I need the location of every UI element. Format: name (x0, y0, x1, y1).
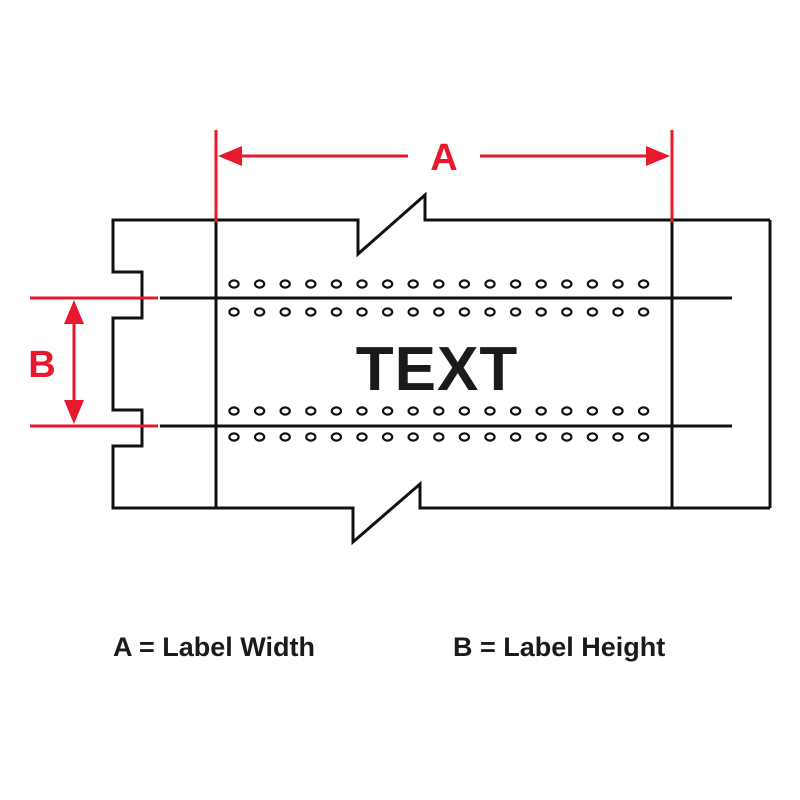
perforation-hole (535, 432, 547, 442)
perforation-hole (484, 406, 496, 416)
perforation-hole (305, 406, 317, 416)
perforation-hole (279, 406, 291, 416)
perforation-hole (279, 279, 291, 289)
dimension-b-arrow-bottom (64, 400, 84, 424)
dimension-b (30, 296, 158, 428)
perforation-hole (279, 432, 291, 442)
perforation-hole (253, 406, 266, 416)
perforation-hole (253, 432, 266, 442)
label-outline-top-edge (216, 191, 770, 258)
perforation-hole (228, 307, 240, 317)
perforation-hole (586, 406, 599, 416)
perforation-hole (458, 406, 471, 416)
perforation-hole (637, 279, 650, 289)
dimension-a-letter: A (430, 137, 457, 179)
perforation-hole (586, 307, 599, 317)
perforation-hole (433, 406, 445, 416)
label-sample-text: TEXT (356, 335, 518, 404)
perforation-hole (509, 279, 522, 289)
perforation-hole (356, 432, 368, 442)
dimension-a (214, 130, 674, 222)
perforation-hole (330, 279, 343, 289)
perforation-hole (509, 432, 522, 442)
perforation-hole (330, 307, 343, 317)
perforation-hole (381, 307, 394, 317)
perforation-hole (561, 432, 573, 442)
perforation-hole (356, 279, 368, 289)
perforation-hole (433, 432, 445, 442)
perforation-hole (228, 432, 240, 442)
perforation-hole (484, 279, 496, 289)
perforation-hole (637, 307, 650, 317)
dimension-a-arrow-left (218, 146, 242, 166)
perforation-hole (586, 432, 599, 442)
perforation-hole (586, 279, 599, 289)
perforation-hole (305, 432, 317, 442)
perforation-hole (253, 279, 266, 289)
perforation-hole (484, 432, 496, 442)
legend-label-width: A = Label Width (113, 632, 316, 662)
perforation-hole (637, 432, 650, 442)
perforation-hole (305, 279, 317, 289)
legend-label-height: B = Label Height (453, 632, 666, 662)
perforation-hole (356, 307, 368, 317)
perforation-holes (228, 279, 650, 442)
perforation-hole (330, 432, 343, 442)
perforation-hole (458, 432, 471, 442)
label-outline (111, 191, 772, 546)
perforation-hole (484, 307, 496, 317)
perforation-hole (561, 279, 573, 289)
perforation-hole (561, 406, 573, 416)
perforation-hole (253, 307, 266, 317)
perforation-hole (458, 307, 471, 317)
perforation-hole (407, 406, 419, 416)
perforation-hole (509, 307, 522, 317)
perforation-hole (407, 279, 419, 289)
perforation-hole (305, 307, 317, 317)
dimension-b-arrow-top (64, 300, 84, 324)
perforation-hole (407, 307, 419, 317)
perforation-hole (381, 406, 394, 416)
perforation-hole (612, 432, 624, 442)
perforation-hole (535, 406, 547, 416)
perforation-hole (612, 307, 624, 317)
label-outline-left-section (111, 218, 216, 510)
perforation-hole (561, 307, 573, 317)
perforation-hole (535, 279, 547, 289)
perforation-hole (330, 406, 343, 416)
dimension-b-letter: B (28, 344, 55, 386)
perforation-hole (433, 307, 445, 317)
perforation-hole (228, 279, 240, 289)
dimension-a-arrow-right (646, 146, 670, 166)
perforation-hole (433, 279, 445, 289)
perforation-hole (612, 279, 624, 289)
perforation-hole (381, 279, 394, 289)
perforation-hole (356, 406, 368, 416)
label-outline-bottom-edge (216, 480, 770, 546)
perforation-hole (381, 432, 394, 442)
perforation-hole (407, 432, 419, 442)
perforation-hole (535, 307, 547, 317)
perforation-hole (637, 406, 650, 416)
perforation-hole (509, 406, 522, 416)
perforation-hole (458, 279, 471, 289)
perforation-hole (228, 406, 240, 416)
perforation-hole (279, 307, 291, 317)
perforation-hole (612, 406, 624, 416)
